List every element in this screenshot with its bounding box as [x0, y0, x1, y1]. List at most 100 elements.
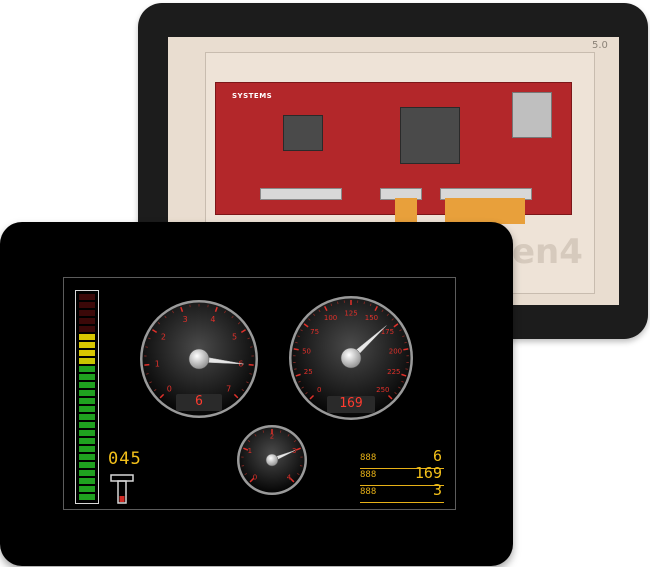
gauge-minor-tick: [231, 315, 234, 319]
temperature-value: 045: [108, 449, 142, 469]
gauge-tick-label: 175: [381, 328, 394, 336]
bar-segment: [79, 398, 95, 404]
bar-segment: [79, 462, 95, 468]
gauge-tick-label: 0: [253, 473, 257, 481]
gauge-tick: [240, 329, 246, 334]
gauge-minor-tick: [153, 389, 157, 392]
bar-segment: [79, 446, 95, 452]
gauge-hub: [188, 348, 210, 370]
readout-label: 888: [360, 453, 377, 463]
bar-segment: [79, 374, 95, 380]
flex-cable: [445, 198, 525, 224]
gauge-minor-tick: [293, 440, 297, 443]
bar-segment: [79, 494, 95, 500]
back-logo: en4: [512, 232, 583, 272]
gauge-tick-label: 50: [302, 347, 311, 355]
gauge-minor-tick: [146, 373, 149, 375]
processor-chip: [283, 115, 323, 151]
gauge-minor-tick: [287, 434, 290, 437]
readout-value: 169: [414, 464, 442, 482]
gauge-minor-tick: [246, 381, 249, 384]
gauge-tick: [180, 306, 184, 313]
graphics-chip: [400, 107, 460, 164]
gauge-tick: [387, 394, 393, 400]
gauge-minor-tick: [145, 346, 148, 348]
bar-segment: [79, 294, 95, 300]
bar-segment: [79, 350, 95, 356]
gauge-tick-label: 2: [270, 432, 274, 440]
gauge-tick: [233, 393, 239, 399]
bar-segment: [79, 430, 95, 436]
gauge-tick: [144, 363, 150, 366]
bar-segment: [79, 310, 95, 316]
gauge-tick-label: 125: [344, 309, 357, 317]
gauge-minor-tick: [157, 322, 161, 325]
gauge-tick-label: 250: [376, 386, 389, 394]
bar-segment: [79, 422, 95, 428]
bar-segment: [79, 486, 95, 492]
gauge-tick: [159, 393, 165, 399]
gauge-tick: [295, 447, 301, 451]
gauge-minor-tick: [149, 381, 152, 384]
gauge-tick: [324, 305, 328, 312]
display-size-label: 5.0: [592, 40, 608, 51]
gauge-minor-tick: [249, 373, 252, 375]
connector: [260, 188, 342, 200]
gauge-minor-tick: [300, 329, 303, 332]
gauge-minor-tick: [381, 309, 384, 313]
gauge-tick: [249, 477, 255, 483]
bar-segment: [79, 302, 95, 308]
gauge-tick-label: 5: [232, 332, 237, 341]
bar-segment: [79, 470, 95, 476]
gauge-minor-tick: [402, 335, 405, 338]
gauge-minor-tick: [330, 303, 333, 307]
gauge-minor-tick: [398, 386, 401, 389]
bar-segment: [79, 326, 95, 332]
gauge-tick-label: 75: [310, 328, 319, 336]
gauge-minor-tick: [164, 315, 167, 319]
gauge-tick: [214, 306, 218, 313]
gauge-minor-tick: [404, 341, 407, 344]
gauge-tick: [393, 323, 399, 328]
gauge-minor-tick: [295, 341, 298, 344]
readout-row: 888 169: [360, 464, 444, 486]
gauge-minor-tick: [237, 322, 241, 325]
gauge-minor-tick: [337, 301, 339, 305]
bar-segment: [79, 358, 95, 364]
gauge-right-digital-value: 169: [327, 396, 375, 413]
pcb-brand-label: SYSTEMS: [232, 92, 273, 100]
gauge-minor-tick: [224, 310, 226, 314]
gauge-tick-label: 4: [210, 315, 215, 324]
level-bar-meter: [75, 290, 99, 504]
gauge-minor-tick: [172, 310, 174, 314]
gauge-tick: [293, 348, 299, 351]
gauge-tick-label: 2: [161, 332, 166, 341]
gauge-tick: [289, 477, 295, 483]
gauge-tick-label: 1: [155, 359, 160, 368]
readout-value: 3: [432, 481, 442, 499]
bar-segment: [79, 414, 95, 420]
gauge-minor-tick: [250, 346, 253, 348]
bar-segment: [79, 334, 95, 340]
gauge-minor-tick: [313, 313, 316, 317]
gauge-tick-label: 3: [183, 315, 188, 324]
gauge-tick-label: 0: [167, 384, 172, 393]
gauge-minor-tick: [262, 430, 265, 433]
readout-row: 888 6: [360, 447, 444, 469]
gauge-tick: [309, 394, 315, 400]
gauge-minor-tick: [308, 318, 311, 321]
gauge-tick-label: 1: [248, 447, 252, 455]
gauge-tick-label: 7: [226, 384, 231, 393]
gauge-tick: [295, 373, 301, 377]
bar-segment: [79, 342, 95, 348]
bar-segment: [79, 406, 95, 412]
gauge-tick: [152, 329, 158, 334]
bar-segment: [79, 438, 95, 444]
gauge-minor-tick: [279, 430, 282, 433]
gauge-tick-label: 100: [324, 314, 337, 322]
gauge-minor-tick: [386, 313, 389, 317]
gauge-minor-tick: [399, 329, 402, 332]
gauge-minor-tick: [298, 380, 301, 383]
